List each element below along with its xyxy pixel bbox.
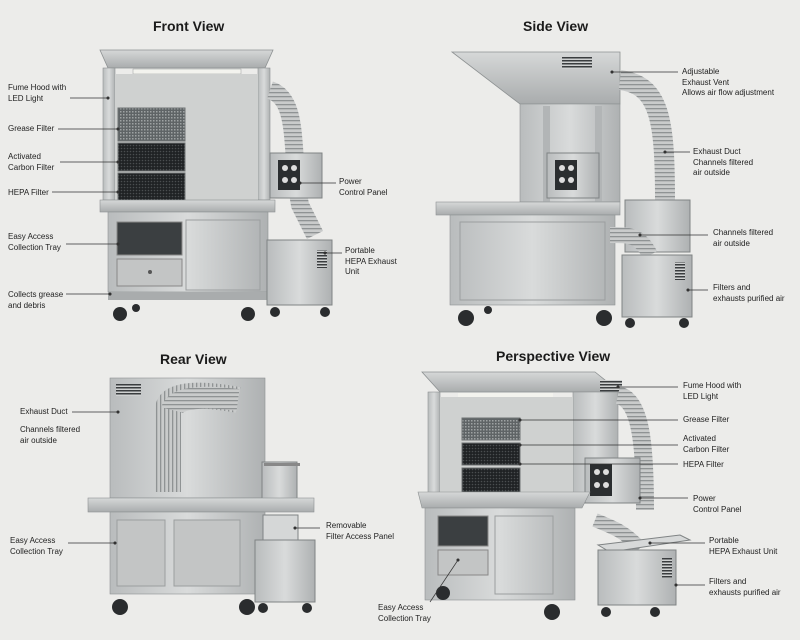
front-collection-tray-label: Easy Access Collection Tray: [8, 232, 61, 252]
front-view-title: Front View: [153, 18, 225, 34]
rear-removable-panel-label: Removable Filter Access Panel: [326, 521, 395, 541]
front-carbon-filter-label: Activated Carbon Filter: [8, 152, 55, 172]
side-filters-exhausts-label: Filters and exhausts purified air: [713, 283, 785, 303]
front-view-unit: [99, 49, 333, 321]
perspective-view-unit: [417, 371, 692, 620]
side-view-unit: [435, 51, 693, 328]
persp-portable-unit-label: Portable HEPA Exhaust Unit: [709, 536, 778, 556]
front-hepa-filter-label: HEPA Filter: [8, 188, 49, 197]
rear-collection-tray-label: Easy Access Collection Tray: [10, 536, 63, 556]
front-portable-unit-label: Portable HEPA Exhaust Unit: [345, 246, 397, 276]
persp-carbon-filter-label: Activated Carbon Filter: [683, 434, 730, 454]
front-grease-filter-label: Grease Filter: [8, 124, 55, 133]
rear-view-unit: [87, 377, 316, 615]
rear-exhaust-duct-label: Exhaust Duct: [20, 407, 68, 416]
persp-collection-tray-label: Easy Access Collection Tray: [378, 603, 431, 623]
persp-hepa-filter-label: HEPA Filter: [683, 460, 724, 469]
rear-channels-label: Channels filtered air outside: [20, 425, 81, 445]
persp-power-panel-label: Power Control Panel: [693, 494, 742, 514]
persp-grease-filter-label: Grease Filter: [683, 415, 730, 424]
persp-fume-hood-label: Fume Hood with LED Light: [683, 381, 742, 401]
front-collects-label: Collects grease and debris: [8, 290, 64, 310]
side-channels-label: Channels filtered air outside: [713, 228, 774, 248]
side-view-title: Side View: [523, 18, 589, 34]
front-power-panel-label: Power Control Panel: [339, 177, 388, 197]
side-exhaust-vent-label: Adjustable Exhaust Vent Allows air flow …: [682, 67, 775, 97]
front-fume-hood-label: Fume Hood with LED Light: [8, 83, 67, 103]
persp-filters-exhausts-label: Filters and exhausts purified air: [709, 577, 781, 597]
leader-lines: [52, 70, 708, 603]
perspective-view-title: Perspective View: [496, 348, 611, 364]
rear-view-title: Rear View: [160, 351, 227, 367]
side-exhaust-duct-label: Exhaust Duct Channels filtered air outsi…: [693, 147, 754, 177]
